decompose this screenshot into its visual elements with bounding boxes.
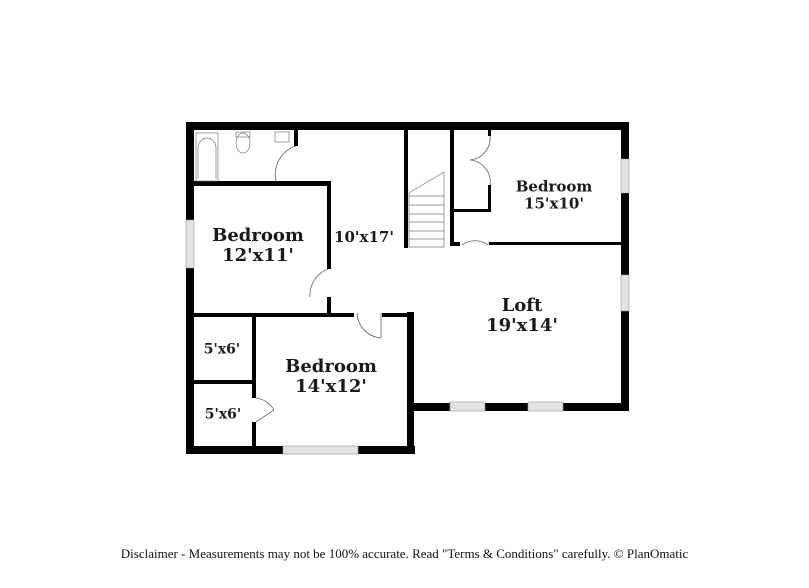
room-dims: 19'x14'	[486, 315, 558, 336]
room-dims: 12'x11'	[222, 245, 294, 266]
room-label-bedroom-nw: Bedroom 12'x11'	[212, 226, 304, 266]
fixtures	[195, 131, 445, 248]
sink-icon	[274, 131, 290, 143]
room-name: Loft	[501, 295, 543, 317]
walls	[186, 122, 629, 454]
room-label-loft: Loft 19'x14'	[486, 296, 558, 336]
bathtub-icon	[195, 132, 219, 182]
room-label-closet-1: 5'x6'	[203, 341, 241, 358]
room-dims: 5'x6'	[204, 406, 242, 423]
toilet-icon	[235, 132, 251, 154]
room-dims: 14'x12'	[295, 376, 367, 397]
room-dims: 5'x6'	[203, 341, 241, 358]
room-name: Bedroom	[212, 225, 304, 247]
windows	[185, 158, 630, 455]
doors	[255, 135, 491, 423]
room-dims: 10'x17'	[334, 227, 394, 246]
stairs-icon	[408, 171, 445, 248]
disclaimer-text: Disclaimer - Measurements may not be 100…	[120, 546, 689, 561]
room-label-bedroom-s: Bedroom 14'x12'	[285, 357, 377, 397]
room-name: Bedroom	[515, 177, 593, 196]
room-label-hall: 10'x17'	[334, 229, 394, 246]
room-label-closet-2: 5'x6'	[204, 406, 242, 423]
room-dims: 15'x10'	[524, 194, 584, 212]
room-label-bedroom-ne: Bedroom 15'x10'	[515, 177, 593, 212]
room-name: Bedroom	[285, 356, 377, 378]
